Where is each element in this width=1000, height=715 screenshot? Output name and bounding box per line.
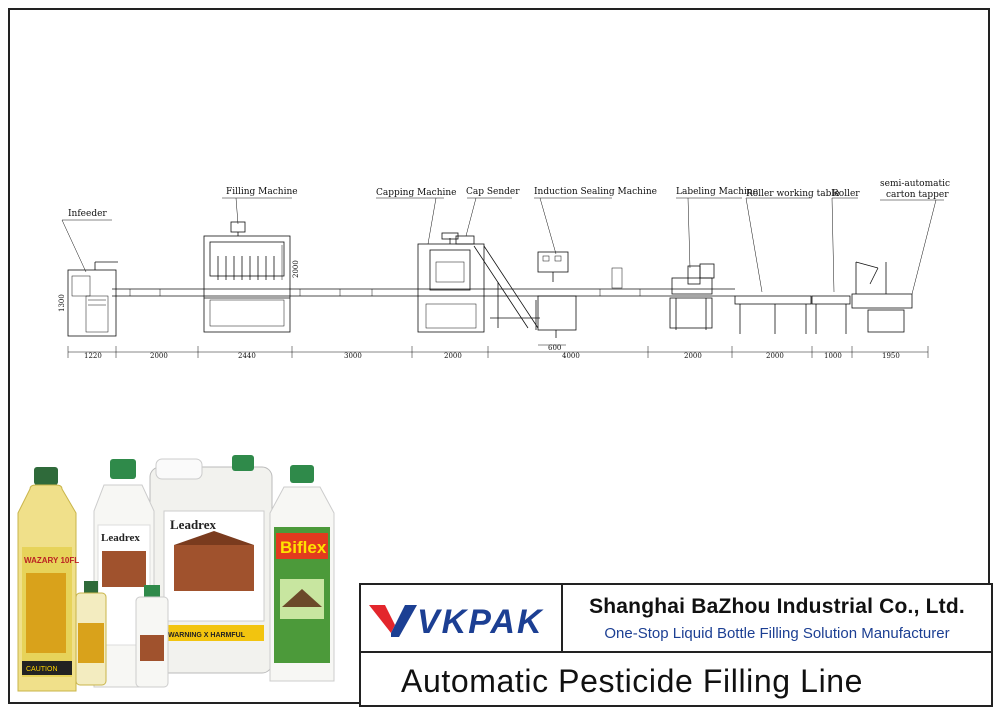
dim-height-left: 1300 (58, 294, 66, 312)
label-carton-tapper-line2: carton tapper (886, 190, 949, 200)
dim-height-filler: 2000 (292, 260, 300, 278)
wazary-bottle: WAZARY 10FL CAUTION (17, 467, 79, 692)
roller (811, 295, 851, 334)
label-roller: Roller (832, 189, 860, 199)
vkpak-logo-text: VKPAK (417, 603, 544, 641)
dim-3: 2440 (238, 352, 256, 360)
vkpak-logo: VKPAK (369, 603, 544, 641)
dimension-line: 1220 2000 2440 3000 2000 4000 2000 2000 … (58, 260, 929, 360)
wazary-caution: CAUTION (26, 666, 58, 673)
leadrex-brand: Leadrex (101, 532, 140, 544)
infeeder-machine (67, 261, 118, 337)
biflex-bottle: Biflex (269, 465, 335, 682)
biflex-brand: Biflex (280, 538, 327, 557)
dim-9: 1000 (824, 352, 842, 360)
callout-leaders (61, 197, 944, 295)
title-panel: VKPAK Shanghai BaZhou Industrial Co., Lt… (359, 583, 993, 707)
dim-5: 2000 (444, 352, 462, 360)
roller-working-table (734, 295, 812, 334)
labeling-machine (669, 263, 715, 330)
carton-tapper (851, 261, 913, 333)
wazary-brand: WAZARY 10FL (24, 556, 79, 565)
dim-7: 2000 (684, 352, 702, 360)
dim-6: 4000 (562, 352, 580, 360)
label-cap-sender: Cap Sender (466, 187, 520, 197)
label-capping-machine: Capping Machine (376, 188, 457, 198)
label-carton-tapper-line1: semi-automatic (880, 179, 950, 189)
label-labeling-machine: Labeling Machine (676, 187, 758, 197)
dim-2: 2000 (150, 352, 168, 360)
company-cell: Shanghai BaZhou Industrial Co., Ltd. One… (563, 585, 991, 653)
label-infeeder: Infeeder (68, 209, 107, 219)
dim-4: 3000 (344, 352, 362, 360)
jerrycan-warning: WARNING X HARMFUL (168, 632, 246, 639)
capping-machine (417, 232, 485, 333)
dim-10: 1950 (882, 352, 900, 360)
small-bottles (75, 581, 169, 688)
label-roller-working-table: Roller working table (746, 189, 840, 199)
logo-cell: VKPAK (361, 585, 563, 653)
dim-1: 1220 (84, 352, 102, 360)
title-cell: Automatic Pesticide Filling Line (361, 653, 991, 705)
label-induction-sealing: Induction Sealing Machine (534, 187, 657, 197)
conveyor (112, 288, 735, 297)
jerrycan-brand: Leadrex (170, 517, 216, 532)
induction-sealing-machine (537, 251, 623, 338)
company-tagline: One-Stop Liquid Bottle Filling Solution … (604, 625, 950, 642)
dim-8: 2000 (766, 352, 784, 360)
label-filling-machine: Filling Machine (226, 187, 298, 197)
page-title: Automatic Pesticide Filling Line (401, 663, 864, 699)
pesticide-bottles-image: Leadrex WARNING X HARMFUL WAZARY 10FL CA… (17, 455, 335, 692)
company-name: Shanghai BaZhou Industrial Co., Ltd. (589, 595, 965, 618)
filling-machine (203, 221, 291, 333)
dim-cap-sender: 600 (548, 344, 561, 352)
cap-sender (455, 235, 540, 330)
